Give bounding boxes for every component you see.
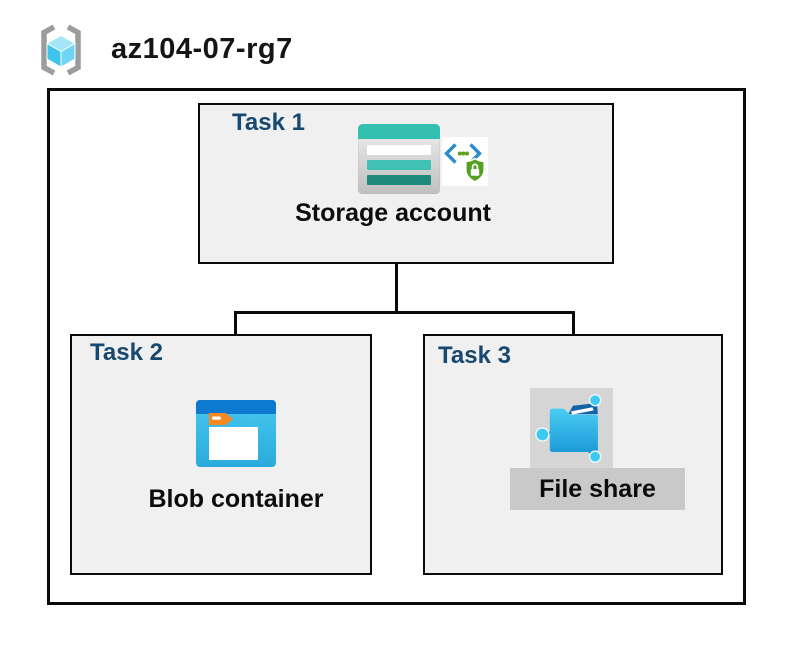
file-share-label: File share [539, 474, 656, 503]
file-share-icon [534, 394, 601, 463]
resource-group-title: az104-07-rg7 [111, 33, 293, 65]
file-share-icon-highlight [530, 388, 613, 468]
secure-access-icon [442, 137, 488, 186]
storage-account-label: Storage account [295, 199, 491, 227]
blob-container-icon [196, 400, 276, 467]
task3-label: Task 3 [438, 342, 511, 369]
connector-storage-stem [395, 230, 398, 312]
blob-container-label: Blob container [148, 485, 324, 513]
resource-group-icon [41, 24, 81, 76]
connector-horizontal [234, 311, 575, 314]
storage-account-icon [358, 124, 440, 194]
task2-label: Task 2 [90, 339, 163, 366]
task1-label: Task 1 [232, 109, 305, 136]
file-share-label-bar: File share [510, 468, 685, 510]
